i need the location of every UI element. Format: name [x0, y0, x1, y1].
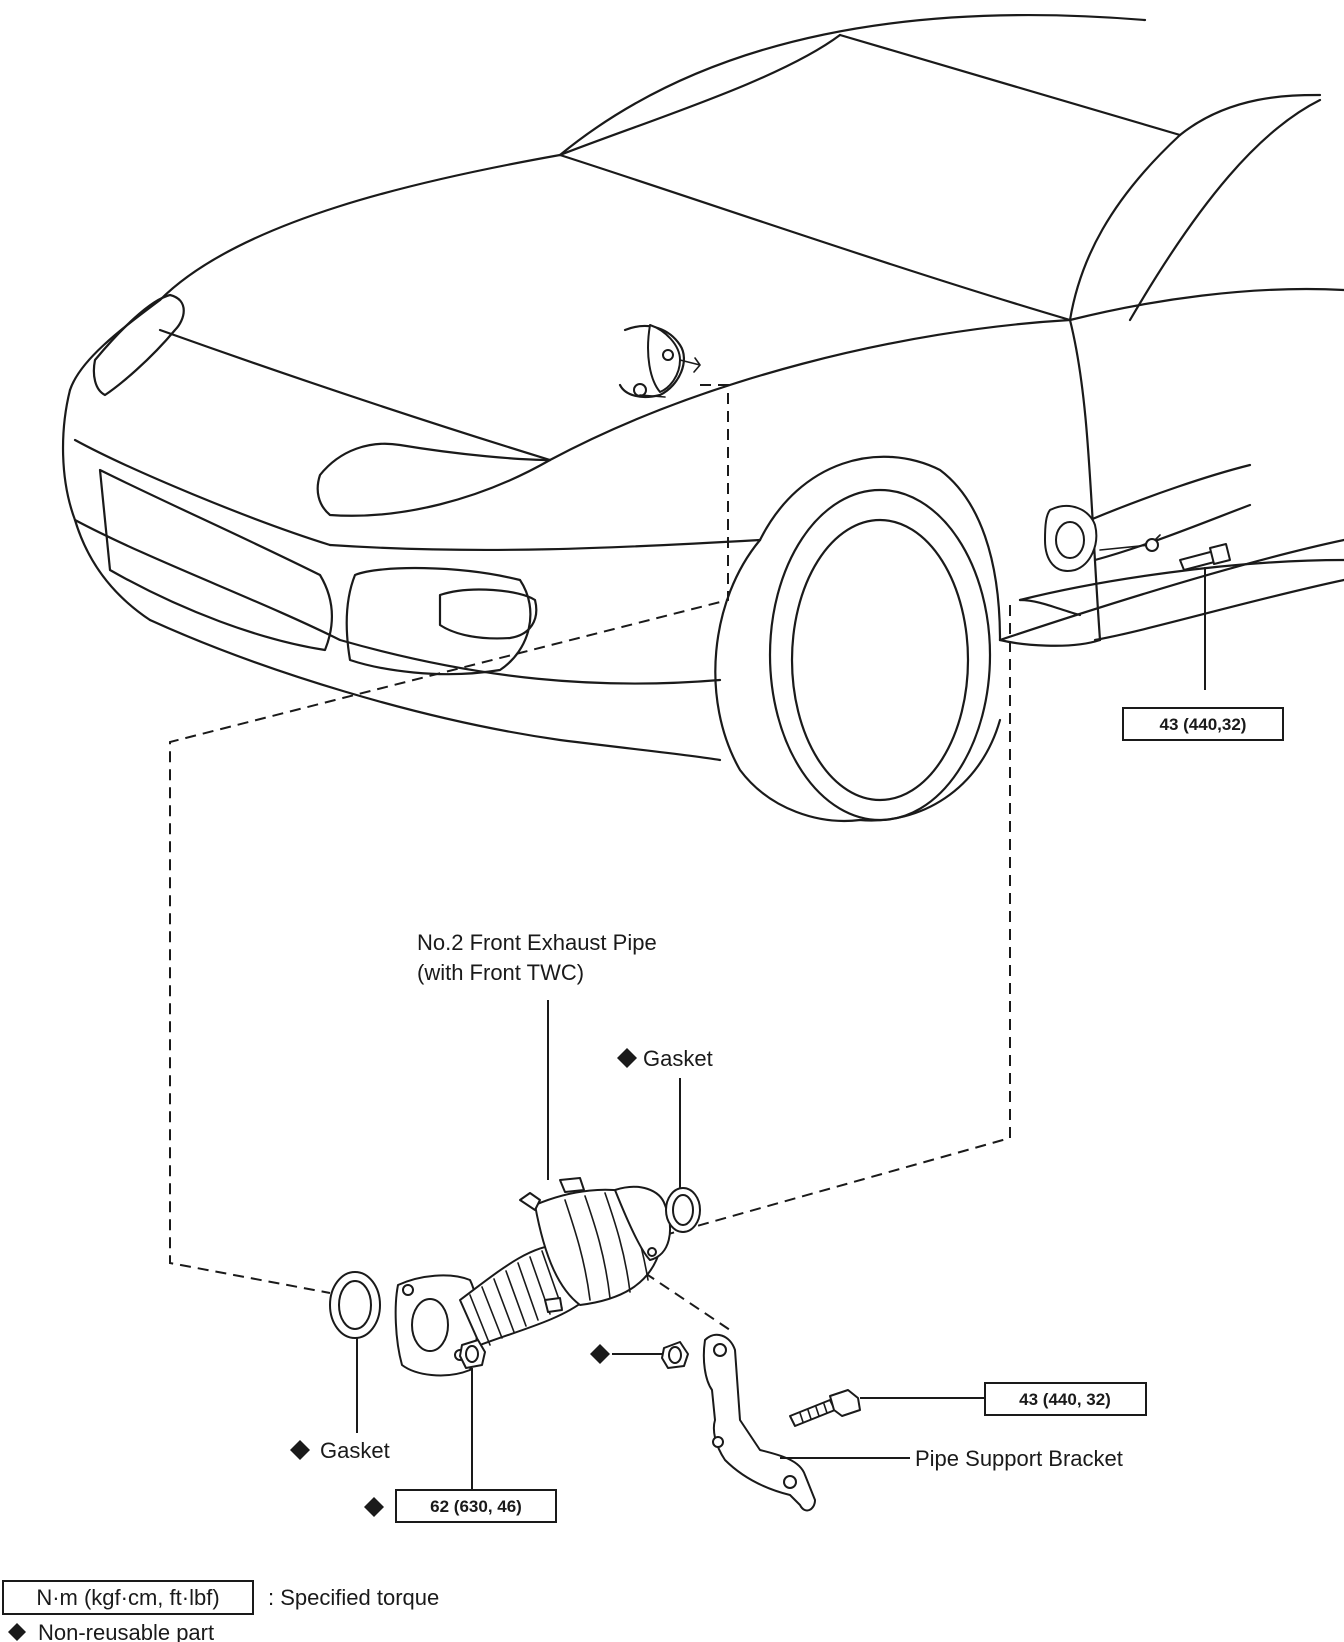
no2-front-exhaust-pipe — [394, 1177, 671, 1377]
bracket-label: Pipe Support Bracket — [915, 1446, 1123, 1471]
pipe-support-bracket — [702, 1333, 816, 1512]
rear-pipe-flange — [1044, 463, 1252, 690]
legend-torque-desc: : Specified torque — [268, 1585, 439, 1610]
torque-box-rear-bolt: 43 (440,32) — [1122, 707, 1284, 741]
manifold-flange — [618, 324, 701, 399]
gasket-front-part — [329, 1271, 381, 1339]
legend: N·m (kgf·cm, ft·lbf) : Specified torque … — [2, 1580, 439, 1642]
bracket-nut — [661, 1341, 689, 1369]
nonreusable-icon — [290, 1440, 310, 1460]
front-pipe-label-line2: (with Front TWC) — [417, 960, 584, 985]
torque-box-flange-nut: 62 (630, 46) — [364, 1489, 557, 1523]
legend-torque-box — [2, 1580, 254, 1615]
flange-nut — [459, 1339, 486, 1369]
torque-value: 43 (440,32) — [1160, 715, 1247, 734]
torque-value: 43 (440, 32) — [1019, 1390, 1111, 1409]
phantom-lines — [169, 384, 1011, 1331]
nonreusable-icon — [617, 1048, 637, 1068]
gasket-rear-part — [665, 1187, 701, 1233]
nonreusable-icon — [364, 1497, 384, 1517]
front-pipe-label-line1: No.2 Front Exhaust Pipe — [417, 930, 657, 955]
torque-box-bracket-bolt: 43 (440, 32) — [984, 1382, 1147, 1416]
legend-torque-unit: N·m (kgf·cm, ft·lbf) — [36, 1585, 219, 1610]
gasket-rear-label: Gasket — [643, 1046, 713, 1071]
leader-lines — [356, 1000, 985, 1505]
bracket-bolt — [789, 1389, 861, 1427]
car-illustration — [61, 13, 1344, 822]
nonreusable-icon — [590, 1344, 610, 1364]
torque-value: 62 (630, 46) — [430, 1497, 522, 1516]
legend-nonreusable-desc: Non-reusable part — [38, 1620, 214, 1642]
nonreusable-icon — [8, 1623, 26, 1641]
gasket-front-label: Gasket — [320, 1438, 390, 1463]
